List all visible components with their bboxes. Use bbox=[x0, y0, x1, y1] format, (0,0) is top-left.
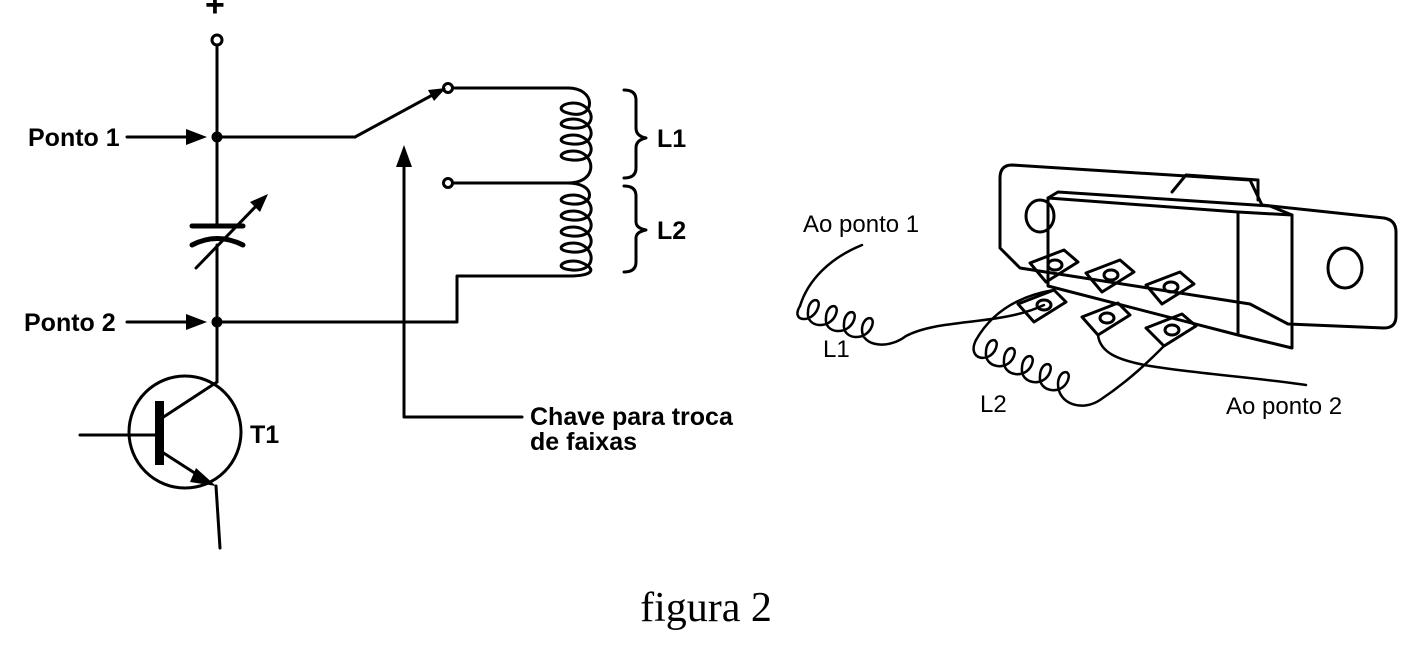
wire-coil-bottom-point2 bbox=[215, 274, 570, 324]
switch-label-line1: Chave para troca bbox=[530, 403, 734, 431]
label-coil-l2-drawing: L2 bbox=[980, 391, 1007, 418]
switch-blade bbox=[353, 90, 440, 139]
supply-plus-label: + bbox=[205, 0, 225, 24]
brace-l2 bbox=[622, 184, 648, 274]
leader-ao-ponto-1 bbox=[798, 243, 864, 308]
label-ao-ponto-1: Ao ponto 1 bbox=[803, 211, 919, 238]
coil-l2-label: L2 bbox=[657, 217, 686, 245]
switch-actuator bbox=[1170, 173, 1260, 202]
wire-ao-ponto-2 bbox=[1096, 333, 1308, 387]
variable-capacitor bbox=[189, 194, 268, 270]
label-ao-ponto-2: Ao ponto 2 bbox=[1226, 393, 1342, 420]
point2-label: Ponto 2 bbox=[24, 309, 116, 337]
switch-contact-top bbox=[442, 82, 454, 94]
label-coil-l1-drawing: L1 bbox=[823, 336, 850, 363]
mounting-hole-left bbox=[1024, 198, 1056, 234]
switch-label-line2: de faixas bbox=[530, 428, 637, 456]
coil-l1-label: L1 bbox=[657, 125, 686, 153]
mounting-hole-right bbox=[1326, 246, 1364, 290]
coil-l1-drawing bbox=[796, 299, 1046, 346]
transistor-t1 bbox=[78, 374, 243, 550]
transistor-t1-label: T1 bbox=[250, 421, 279, 449]
switch-wiring-drawing: Ao ponto 1 L1 L2 Ao ponto 2 bbox=[796, 163, 1398, 420]
switch-body bbox=[1046, 190, 1294, 350]
coil-schematic bbox=[559, 86, 593, 278]
switch-pointer-arrowhead bbox=[396, 145, 412, 167]
solder-lugs bbox=[1016, 248, 1198, 348]
figure-caption: figura 2 bbox=[640, 585, 772, 631]
coil-l2-drawing bbox=[972, 288, 1166, 407]
point1-label: Ponto 1 bbox=[28, 124, 120, 152]
brace-l1 bbox=[622, 88, 648, 180]
switch-pointer-line bbox=[402, 161, 524, 419]
schematic-diagram: + Ponto 1 Ponto 2 bbox=[24, 0, 734, 550]
mounting-plate bbox=[998, 163, 1398, 330]
switch-contact-tap bbox=[442, 177, 454, 189]
